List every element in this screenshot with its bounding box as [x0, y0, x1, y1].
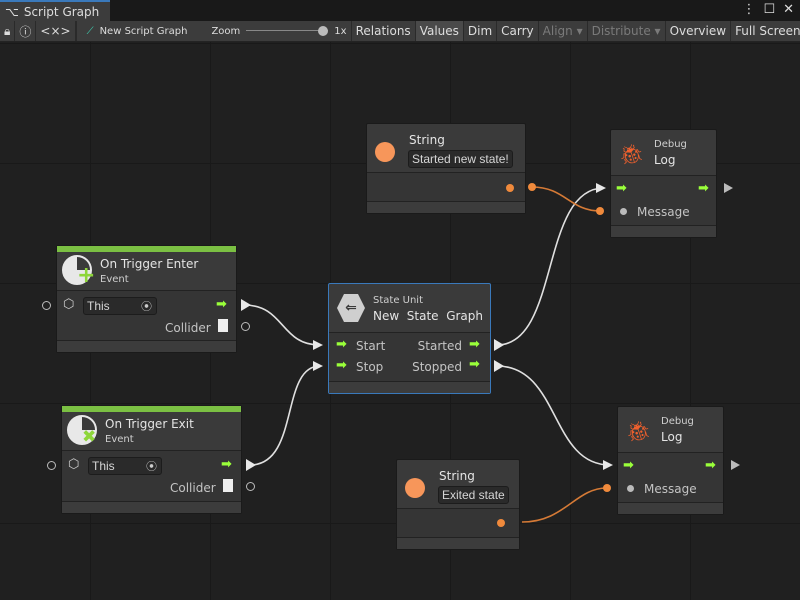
dim-button[interactable]: Dim	[464, 21, 498, 41]
code-button[interactable]: <×>	[36, 21, 76, 41]
node-category: Debug	[654, 139, 687, 150]
relations-button[interactable]: Relations	[352, 21, 416, 41]
string-node-1[interactable]: String Started new state!	[366, 123, 526, 214]
code-icon: <×>	[40, 24, 71, 38]
document-icon	[218, 319, 228, 332]
message-port[interactable]	[627, 485, 634, 492]
target-field[interactable]: This	[88, 457, 162, 475]
start-label: Start	[356, 339, 386, 353]
node-subtitle: Event	[100, 274, 129, 285]
graph-name-link[interactable]: New Script Graph	[99, 25, 188, 37]
started-output-arrow[interactable]: ➡	[469, 337, 480, 352]
lock-button[interactable]: 🔒︎	[0, 21, 16, 41]
node-title: On Trigger Enter	[100, 257, 199, 271]
message-label: Message	[637, 205, 690, 219]
message-port[interactable]	[620, 208, 627, 215]
state-unit-node[interactable]: ⇐ State Unit New State Graph ➡ Start Sta…	[328, 283, 491, 394]
carry-button[interactable]: Carry	[497, 21, 539, 41]
plus-icon: +	[77, 263, 96, 288]
full-screen-button[interactable]: Full Screen	[731, 21, 800, 41]
target-field[interactable]: This	[83, 297, 157, 315]
distribute-dropdown[interactable]: Distribute ▾	[588, 21, 666, 41]
flow-output-port[interactable]	[724, 183, 733, 193]
flow-output-arrow[interactable]: ➡	[705, 458, 716, 473]
flow-input-arrow[interactable]: ➡	[623, 458, 634, 473]
x-icon: ✖	[82, 427, 97, 447]
on-trigger-enter-node[interactable]: + On Trigger Enter Event ⬡ This ⦿ ➡ Coll…	[56, 245, 237, 353]
node-subtitle: Event	[105, 434, 134, 445]
document-icon	[223, 479, 233, 492]
flow-output-port[interactable]	[241, 299, 251, 311]
object-picker-icon[interactable]: ⦿	[141, 300, 152, 313]
node-title: String	[409, 133, 445, 147]
graph-breadcrumb: ⟋ New Script Graph Zoom 1x	[77, 21, 352, 41]
node-subtitle: State Unit	[373, 295, 424, 306]
zoom-label: Zoom	[211, 25, 241, 37]
string-icon	[405, 478, 425, 498]
flow-output-port[interactable]	[246, 459, 256, 471]
flow-input-arrow[interactable]: ➡	[616, 181, 627, 196]
stopped-output-arrow[interactable]: ➡	[469, 357, 480, 372]
node-title: On Trigger Exit	[105, 417, 194, 431]
info-button[interactable]: ⓘ	[15, 21, 37, 41]
string-node-2[interactable]: String Exited state	[396, 459, 520, 550]
trigger-exit-icon	[67, 415, 97, 445]
collider-label: Collider	[165, 321, 211, 335]
stop-label: Stop	[356, 360, 384, 374]
flow-output-arrow[interactable]: ➡	[221, 457, 232, 472]
node-category: Debug	[661, 416, 694, 427]
graph-icon: ⟋	[86, 25, 94, 37]
node-title: Log	[654, 153, 676, 167]
maximize-icon[interactable]: ☐	[763, 2, 776, 17]
on-trigger-exit-node[interactable]: ✖ On Trigger Exit Event ⬡ This ⦿ ➡ Colli…	[61, 405, 242, 514]
close-icon[interactable]: ✕	[783, 2, 794, 17]
trigger-enter-icon	[62, 255, 92, 285]
zoom-slider-handle[interactable]	[318, 26, 329, 36]
flow-output-arrow[interactable]: ➡	[216, 297, 227, 312]
node-title: String	[439, 469, 475, 483]
collider-output-port[interactable]	[246, 482, 255, 491]
tab-script-graph[interactable]: ⌥ Script Graph	[0, 0, 110, 21]
align-dropdown[interactable]: Align ▾	[539, 21, 588, 41]
bug-icon: 🐞︎	[619, 142, 645, 166]
stopped-output-port[interactable]	[494, 360, 504, 372]
lock-icon: 🔒︎	[4, 23, 11, 38]
info-icon: ⓘ	[19, 24, 32, 39]
debug-log-node-1[interactable]: 🐞︎ Debug Log ➡ ➡ Message	[610, 129, 717, 238]
hierarchy-icon: ⌥	[5, 4, 19, 19]
message-label: Message	[644, 482, 697, 496]
started-output-port[interactable]	[494, 339, 504, 351]
string-output-port[interactable]	[506, 184, 514, 192]
string-output-port[interactable]	[497, 519, 505, 527]
values-button[interactable]: Values	[415, 21, 464, 41]
zoom-value: 1x	[334, 25, 347, 37]
node-title: Log	[661, 430, 683, 444]
stopped-label: Stopped	[412, 360, 462, 374]
zoom-slider[interactable]	[246, 26, 329, 36]
toolbar: 🔒︎ ⓘ <×> ⟋ New Script Graph Zoom 1x Rela…	[0, 21, 800, 42]
string-value-input[interactable]: Exited state	[438, 486, 509, 504]
tab-bar: ⌥ Script Graph ⋮ ☐ ✕	[0, 0, 800, 21]
flow-output-arrow[interactable]: ➡	[698, 181, 709, 196]
start-input-arrow[interactable]: ➡	[336, 337, 347, 352]
cube-icon: ⬡	[68, 457, 80, 472]
kebab-menu-icon[interactable]: ⋮	[742, 2, 756, 17]
target-input-port[interactable]	[42, 301, 51, 310]
collider-output-port[interactable]	[241, 322, 250, 331]
string-icon	[375, 142, 395, 162]
target-input-port[interactable]	[47, 461, 56, 470]
object-picker-icon[interactable]: ⦿	[146, 460, 157, 473]
debug-log-node-2[interactable]: 🐞︎ Debug Log ➡ ➡ Message	[617, 406, 724, 515]
bug-icon: 🐞︎	[626, 419, 652, 443]
stop-input-arrow[interactable]: ➡	[336, 358, 347, 373]
started-label: Started	[417, 339, 462, 353]
overview-button[interactable]: Overview	[666, 21, 732, 41]
flow-output-port[interactable]	[731, 460, 740, 470]
cube-icon: ⬡	[63, 297, 75, 312]
string-value-input[interactable]: Started new state!	[408, 150, 513, 168]
collider-label: Collider	[170, 481, 216, 495]
node-title: New State Graph	[373, 309, 484, 323]
